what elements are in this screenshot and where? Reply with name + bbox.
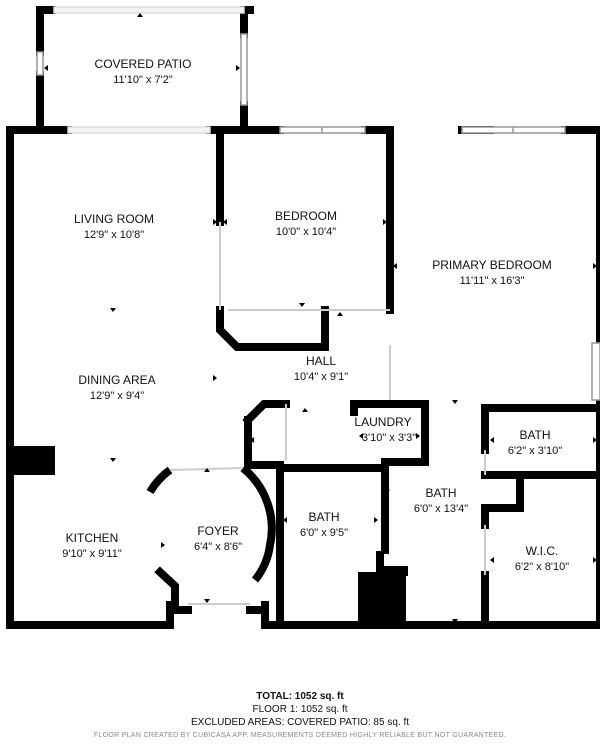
room-dim-wic: 6'2" x 8'10"	[514, 561, 570, 573]
foyer-curve	[146, 464, 276, 583]
room-name-dining-area: DINING AREA	[78, 373, 156, 387]
kitchen-cabinet-block	[10, 446, 55, 475]
room-name-bath-center: BATH	[425, 486, 457, 500]
total-area: TOTAL: 1052 sq. ft	[0, 690, 600, 703]
dimension-markers	[9, 13, 597, 623]
total-area-text: TOTAL: 1052 sq. ft	[256, 691, 344, 702]
closet-block-2	[380, 566, 408, 576]
room-dim-hall: 10'4" x 9'1"	[293, 371, 349, 383]
room-name-hall: HALL	[305, 354, 337, 368]
door-openings	[169, 222, 486, 605]
floor-area: FLOOR 1: 1052 sq. ft	[252, 704, 348, 715]
room-dim-laundry: 3'10" x 3'3"	[361, 432, 417, 444]
closet-block	[358, 572, 406, 625]
room-name-living-room: LIVING ROOM	[73, 212, 155, 226]
room-name-wic: W.I.C.	[525, 544, 559, 558]
room-dim-primary-bedroom: 11'11" x 16'3"	[459, 275, 525, 287]
excluded-area: EXCLUDED AREAS: COVERED PATIO: 85 sq. ft	[190, 717, 410, 728]
room-name-kitchen: KITCHEN	[65, 531, 119, 545]
room-name-bath-small: BATH	[519, 428, 551, 442]
room-dim-bath-small: 6'2" x 3'10"	[507, 445, 563, 457]
room-name-bath-left: BATH	[308, 510, 340, 524]
room-name-bedroom: BEDROOM	[274, 209, 338, 223]
room-name-foyer: FOYER	[197, 524, 239, 538]
room-dim-bath-left: 6'0" x 9'5"	[299, 527, 349, 539]
room-dim-foyer: 6'4" x 8'6"	[193, 541, 243, 553]
room-dim-dining-area: 12'9" x 9'4"	[89, 390, 145, 402]
credit-text: FLOOR PLAN CREATED BY CUBICASA APP. MEAS…	[93, 732, 507, 739]
windows	[36, 6, 600, 401]
room-dim-kitchen: 9'10" x 9'11"	[62, 548, 122, 560]
room-dim-bedroom: 10'0" x 10'4"	[275, 226, 337, 238]
room-dim-living-room: 12'9" x 10'8"	[83, 229, 145, 241]
room-dim-covered-patio: 11'10" x 7'2"	[113, 74, 173, 86]
room-name-covered-patio: COVERED PATIO	[94, 57, 192, 71]
room-name-primary-bedroom: PRIMARY BEDROOM	[432, 258, 552, 272]
room-dim-bath-center: 6'0" x 13'4"	[413, 503, 469, 515]
room-name-laundry: LAUNDRY	[354, 415, 412, 429]
